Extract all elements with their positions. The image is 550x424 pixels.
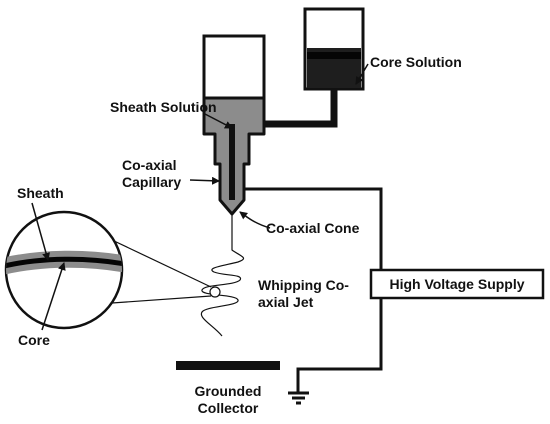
grounded-collector-label-line1: Grounded [195,383,262,399]
whipping-jet-label-line2: axial Jet [258,294,314,310]
grounded-collector-plate [176,361,280,370]
high-voltage-supply-box [369,268,545,300]
sheath-solution-label: Sheath Solution [110,99,217,115]
label-arrows [31,63,369,331]
whipping-jet-label-line1: Whipping Co- [258,277,349,293]
coaxial-capillary-label-line2: Capillary [122,174,181,190]
grounded-collector-label-line2: Collector [198,400,259,416]
coaxial-capillary-label-line1: Co-axial [122,157,176,173]
circuit-wire [244,187,383,392]
high-voltage-supply-label: High Voltage Supply [389,276,524,292]
fiber-magnifier-lens [4,210,124,330]
ground-icon [288,391,309,405]
coaxial-jet [200,214,245,337]
coaxial-cone-label: Co-axial Cone [266,220,360,236]
sheath-label: Sheath [17,185,64,201]
core-solution-syringe [303,7,365,91]
core-label: Core [18,332,50,348]
core-solution-label: Core Solution [370,54,462,70]
